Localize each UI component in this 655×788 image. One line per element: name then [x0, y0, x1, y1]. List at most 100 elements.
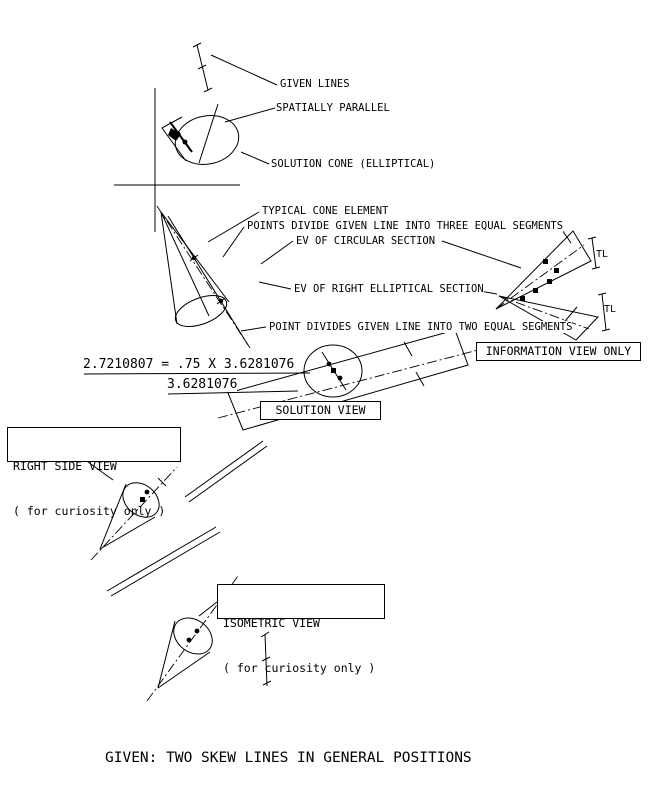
- isometric-view-note: ( for curiosity only ): [223, 661, 376, 675]
- label-ev-circular-section: EV OF CIRCULAR SECTION: [296, 235, 436, 247]
- leader-ev-circular-left: [260, 240, 294, 265]
- point-dot: [194, 628, 200, 634]
- tick-mark: [157, 477, 167, 487]
- given-line-top: [196, 44, 209, 91]
- label-given-lines: GIVEN LINES: [280, 78, 350, 90]
- tick-mark: [597, 292, 607, 296]
- fold-line: [106, 526, 217, 592]
- fold-lines: [114, 88, 240, 232]
- dimension-line-equation: [83, 372, 311, 375]
- leader-ev-circular-right: [441, 240, 522, 269]
- leader-solution-cone: [240, 151, 270, 165]
- point-dot: [337, 375, 343, 381]
- double-fold-lines: [106, 440, 268, 597]
- point-square: [520, 296, 525, 301]
- problem-statement: GIVEN: TWO SKEW LINES IN GENERAL POSITIO…: [105, 706, 507, 788]
- label-point-divides-two: POINT DIVIDES GIVEN LINE INTO TWO EQUAL …: [269, 321, 573, 333]
- cone-edge: [161, 127, 187, 162]
- cone-edge: [160, 211, 178, 325]
- true-length-bracket-lower: [601, 293, 607, 331]
- leader-spatially-parallel: [224, 107, 276, 123]
- leader-ev-elliptical-left: [258, 281, 292, 290]
- top-view: [161, 42, 240, 165]
- leader-isometric-view: [198, 601, 218, 617]
- dimension-line-diameter: [167, 390, 299, 395]
- label-tl-lower: TL: [604, 304, 617, 315]
- fold-line: [184, 440, 264, 498]
- cone-edge: [99, 483, 127, 550]
- typical-cone-element-line: [160, 211, 210, 317]
- cone-edge: [157, 651, 211, 689]
- given-line-isometric: [264, 633, 268, 687]
- leader-lines-upper: [210, 54, 278, 165]
- label-solution-cone: SOLUTION CONE (ELLIPTICAL): [271, 158, 436, 170]
- label-typical-cone-element: TYPICAL CONE ELEMENT: [262, 205, 389, 217]
- isometric-view-label: ISOMETRIC VIEW: [223, 616, 320, 630]
- tick-mark: [601, 328, 611, 332]
- fold-line: [110, 531, 221, 597]
- label-spatially-parallel: SPATIALLY PARALLEL: [276, 102, 390, 114]
- point-square: [331, 368, 336, 373]
- information-view-label: INFORMATION VIEW ONLY: [485, 344, 632, 358]
- point-dot: [218, 298, 224, 304]
- leader-point-divides-two-left: [240, 326, 267, 332]
- tick-mark: [262, 680, 272, 686]
- dimension-equation: 2.7210807 = .75 X 3.6281076: [83, 357, 295, 372]
- cone-base-ellipse: [174, 294, 228, 328]
- point-dot: [144, 489, 150, 495]
- leader-typical-cone-element: [207, 211, 260, 243]
- cone-axis-centerline: [495, 244, 585, 310]
- tick-mark: [403, 341, 413, 357]
- true-length-bracket-upper: [591, 237, 597, 269]
- right-side-view-note: ( for curiosity only ): [13, 504, 166, 518]
- label-ev-elliptical-section: EV OF RIGHT ELLIPTICAL SECTION: [294, 283, 484, 295]
- point-square: [543, 259, 548, 264]
- view-band-outline: [227, 329, 469, 431]
- cone-base-ellipse: [173, 617, 213, 655]
- point-square: [554, 268, 559, 273]
- tick-mark: [261, 656, 271, 662]
- point-square: [547, 279, 552, 284]
- leader-lines-middle: [207, 211, 578, 332]
- right-side-view-label-box: RIGHT SIDE VIEW ( for curiosity only ): [7, 427, 181, 518]
- point-dot: [326, 361, 332, 367]
- given-line-front: [167, 215, 249, 346]
- label-tl-upper: TL: [596, 249, 609, 260]
- circle-section: [303, 344, 363, 398]
- cone-edge: [157, 620, 176, 689]
- point-dot: [182, 139, 188, 145]
- cone-base-ellipse: [122, 482, 160, 518]
- cone-edge: [99, 516, 156, 550]
- tick-mark: [587, 236, 597, 240]
- ev-line-segment: [169, 121, 193, 153]
- cone-triangle-upper: [495, 230, 592, 310]
- tick-mark: [192, 42, 202, 48]
- solution-view-label-box: SOLUTION VIEW: [260, 401, 381, 420]
- point-dot: [186, 637, 192, 643]
- cone-axis-centerline: [156, 205, 251, 349]
- isometric-view-label-box: ISOMETRIC VIEW ( for curiosity only ): [217, 584, 385, 675]
- label-points-divide-three: POINTS DIVIDE GIVEN LINE INTO THREE EQUA…: [247, 220, 564, 232]
- cone-axis-centerline: [498, 295, 590, 330]
- cone-triangle-lower: [498, 295, 599, 341]
- tick-mark: [415, 371, 425, 387]
- point-dot: [191, 255, 197, 261]
- solution-view-label: SOLUTION VIEW: [275, 403, 366, 417]
- point-square: [140, 497, 145, 502]
- leader-given-lines: [210, 54, 278, 86]
- front-view: [156, 205, 251, 349]
- point-dot: [175, 131, 181, 137]
- problem-statement-line1: GIVEN: TWO SKEW LINES IN GENERAL POSITIO…: [105, 750, 472, 766]
- filled-region: [168, 128, 181, 141]
- fold-line: [188, 445, 268, 503]
- given-line-through-cone: [198, 103, 219, 164]
- leader-right-side-view: [87, 461, 114, 481]
- isometric-view: [146, 575, 272, 702]
- point-square: [533, 288, 538, 293]
- tick-mark: [203, 87, 213, 93]
- cone-base-ellipse: [174, 115, 240, 165]
- right-side-view: [87, 461, 178, 561]
- information-view: [495, 230, 611, 341]
- dimension-diameter: 3.6281076: [167, 377, 238, 392]
